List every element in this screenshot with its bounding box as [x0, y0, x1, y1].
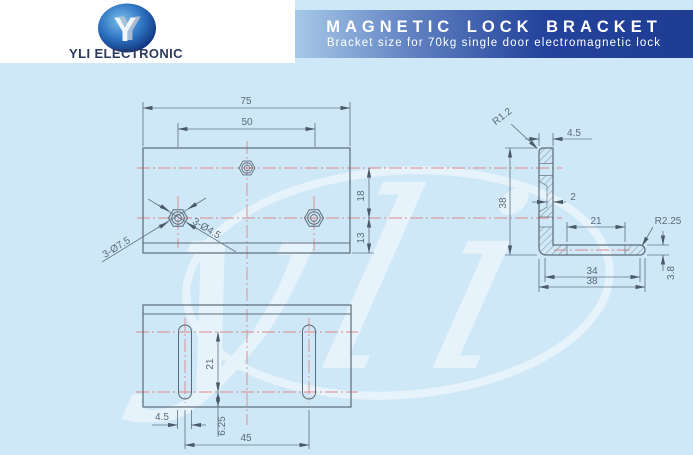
dim-side-base-inner: 34: [586, 266, 598, 277]
dim-bottom-slot-width: 4.5: [155, 412, 169, 423]
dim-side-flange-thickness: 4.5: [567, 128, 581, 139]
page-subtitle: Bracket size for 70kg single door electr…: [326, 36, 662, 49]
label-holes-large: 3-Ø7.5: [101, 235, 133, 261]
company-name: YLI ELECTRONIC: [69, 46, 183, 61]
yli-logo-icon: Y Y: [98, 3, 156, 53]
dim-bottom-slot-spacing: 45: [240, 433, 252, 444]
page-title: MAGNETIC LOCK BRACKET: [326, 17, 662, 36]
dim-front-lower: 13: [356, 232, 367, 244]
dim-side-radius-top: R1.2: [491, 106, 515, 128]
side-view: [538, 147, 646, 256]
side-view-dimensions: [505, 123, 669, 292]
logo-mark: Y: [114, 11, 137, 49]
dim-front-width: 75: [240, 96, 252, 107]
dim-side-base-thickness: 3.8: [666, 266, 677, 280]
slot-right: [302, 324, 316, 400]
dim-side-slot-length: 21: [590, 216, 602, 227]
title-bar: MAGNETIC LOCK BRACKET Bracket size for 7…: [295, 10, 693, 58]
logo-mark-shadow: Y: [119, 10, 142, 48]
slot-left: [178, 324, 192, 400]
header-logo-area: Y Y YLI ELECTRONIC: [0, 0, 295, 63]
front-plate-outline: [142, 147, 351, 254]
bottom-view-dimensions: [152, 331, 310, 449]
dim-side-web: 2: [570, 192, 576, 203]
bottom-view: [142, 304, 352, 408]
section-block-end: [624, 244, 646, 256]
bottom-plate-outline: [142, 304, 352, 408]
side-profile-outline: [538, 147, 646, 256]
watermark: yli: [119, 141, 614, 427]
watermark-ellipse: [182, 166, 614, 400]
watermark-script: yli: [119, 141, 585, 427]
dim-side-base-width: 38: [586, 276, 598, 287]
dim-side-radius-base: R2.25: [655, 216, 682, 227]
front-view-dimensions: [101, 102, 374, 263]
dim-front-upper: 18: [356, 190, 367, 202]
dim-bottom-slot-span: 21: [205, 358, 216, 370]
dim-side-height: 38: [498, 197, 509, 209]
section-block-top: [538, 147, 554, 164]
dim-front-hole-spacing: 50: [241, 117, 253, 128]
front-view: [142, 147, 351, 254]
dim-bottom-edge-offset: 6.25: [217, 416, 228, 436]
